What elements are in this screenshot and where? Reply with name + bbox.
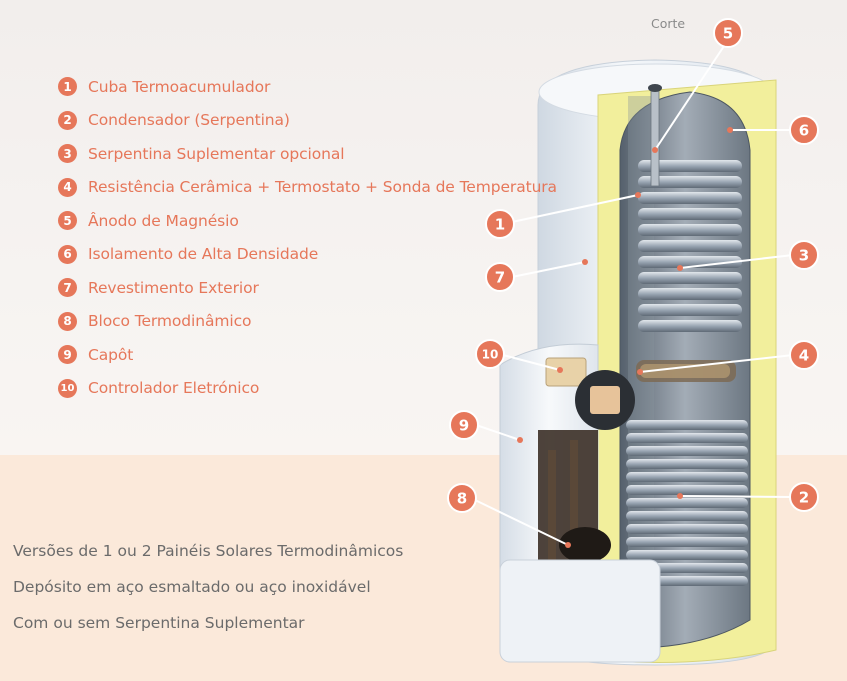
callout-1: 1 [485,209,515,239]
callout-9-label: 9 [459,417,469,435]
callout-9: 9 [449,410,479,440]
leader-lines [474,39,794,546]
legend-item: 1 Cuba Termoacumulador [58,70,557,104]
callout-10: 10 [475,339,505,369]
legend-number-badge: 6 [58,244,77,264]
capot [499,343,661,663]
legend-item: 5 Ânodo de Magnésio [58,204,557,238]
callout-10-label: 10 [482,348,499,362]
legend-number-badge: 4 [58,177,77,197]
legend-number-badge: 8 [58,311,77,331]
callout-6-label: 6 [799,122,809,140]
corte-label: Corte [651,16,686,31]
component-legend: 1 Cuba Termoacumulador 2 Condensador (Se… [58,70,557,405]
supplementary-coil [638,160,742,332]
legend-label: Condensador (Serpentina) [88,111,290,130]
callout-5: 5 [713,18,743,48]
callout-3-label: 3 [799,247,809,265]
legend-label: Revestimento Exterior [88,278,259,297]
legend-number-badge: 2 [58,110,77,130]
leader-dots [517,127,733,548]
legend-number-badge: 7 [58,278,77,298]
callout-8: 8 [447,483,477,513]
legend-number-badge: 3 [58,144,77,164]
legend-label: Resistência Cerâmica + Termostato + Sond… [88,178,557,197]
callout-2: 2 [789,482,819,512]
ceramic-resistance [636,360,736,382]
legend-label: Isolamento de Alta Densidade [88,245,319,264]
legend-number-badge: 9 [58,345,77,365]
callout-5-label: 5 [723,25,733,43]
legend-label: Bloco Termodinâmico [88,312,252,331]
legend-item: 9 Capôt [58,338,557,372]
legend-item: 8 Bloco Termodinâmico [58,305,557,339]
legend-label: Capôt [88,345,134,364]
callout-4: 4 [789,340,819,370]
callout-7: 7 [485,262,515,292]
callout-1-label: 1 [495,216,505,234]
legend-item: 4 Resistência Cerâmica + Termostato + So… [58,171,557,205]
legend-item: 7 Revestimento Exterior [58,271,557,305]
legend-item: 10 Controlador Eletrónico [58,372,557,406]
legend-item: 3 Serpentina Suplementar opcional [58,137,557,171]
callout-6: 6 [789,115,819,145]
legend-label: Cuba Termoacumulador [88,77,271,96]
magnesium-anode [648,84,662,187]
feature-list: Versões de 1 ou 2 Painéis Solares Termod… [13,533,403,641]
feature-line: Depósito em aço esmaltado ou aço inoxidá… [13,578,371,596]
legend-number-badge: 10 [58,378,77,398]
electronic-controller [545,357,635,430]
legend-label: Serpentina Suplementar opcional [88,144,345,163]
legend-number-badge: 1 [58,77,77,97]
legend-label: Ânodo de Magnésio [88,211,239,230]
condenser-coil [626,420,748,586]
legend-label: Controlador Eletrónico [88,379,260,398]
callout-8-label: 8 [457,490,467,508]
legend-item: 2 Condensador (Serpentina) [58,104,557,138]
callout-3: 3 [789,240,819,270]
feature-line: Versões de 1 ou 2 Painéis Solares Termod… [13,542,404,560]
callout-7-label: 7 [495,269,505,287]
legend-number-badge: 5 [58,211,77,231]
feature-line: Com ou sem Serpentina Suplementar [13,614,305,632]
legend-item: 6 Isolamento de Alta Densidade [58,238,557,272]
callout-2-label: 2 [799,489,809,507]
callout-4-label: 4 [799,347,809,365]
